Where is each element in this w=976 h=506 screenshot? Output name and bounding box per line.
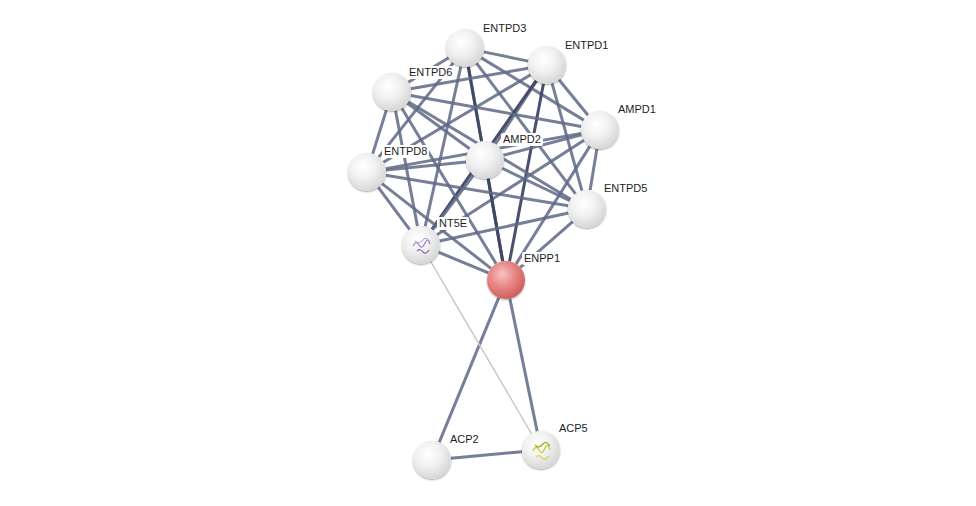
node-label: ENPP1 bbox=[522, 252, 562, 265]
node-label: AMPD2 bbox=[501, 133, 543, 146]
interaction-edge bbox=[488, 179, 502, 262]
protein-node bbox=[581, 111, 619, 149]
interaction-edge bbox=[520, 222, 572, 268]
interaction-edge bbox=[439, 298, 499, 443]
protein-node bbox=[528, 46, 566, 84]
node-label: ENTPD6 bbox=[407, 66, 454, 79]
protein-node bbox=[522, 431, 560, 469]
node-label: ACP2 bbox=[448, 433, 481, 446]
node-label: NT5E bbox=[437, 217, 469, 230]
protein-node bbox=[348, 153, 386, 191]
node-label: ENTPD8 bbox=[382, 145, 429, 158]
protein-node bbox=[568, 190, 606, 228]
interaction-edge bbox=[411, 95, 582, 126]
interaction-edge bbox=[439, 252, 489, 273]
node-label: ENTPD3 bbox=[481, 22, 528, 35]
interaction-edge bbox=[407, 103, 469, 149]
protein-node bbox=[402, 226, 440, 264]
interaction-edge bbox=[382, 184, 491, 269]
node-label: AMPD1 bbox=[616, 103, 658, 116]
interaction-edge bbox=[386, 162, 466, 170]
protein-node bbox=[413, 441, 451, 479]
interaction-edge bbox=[431, 261, 532, 433]
node-label: ACP5 bbox=[557, 422, 590, 435]
interaction-edge bbox=[484, 52, 529, 61]
protein-node bbox=[373, 73, 411, 111]
interaction-edge bbox=[425, 67, 461, 227]
interaction-edge bbox=[559, 80, 588, 116]
interaction-edge bbox=[510, 299, 537, 432]
protein-node bbox=[466, 141, 504, 179]
interaction-edge bbox=[590, 149, 597, 191]
node-label: ENTPD1 bbox=[563, 39, 610, 52]
protein-node bbox=[446, 29, 484, 67]
protein-node bbox=[487, 261, 525, 299]
interaction-edge bbox=[386, 175, 569, 206]
interaction-edge bbox=[451, 452, 522, 459]
node-label: ENTPD5 bbox=[602, 182, 649, 195]
